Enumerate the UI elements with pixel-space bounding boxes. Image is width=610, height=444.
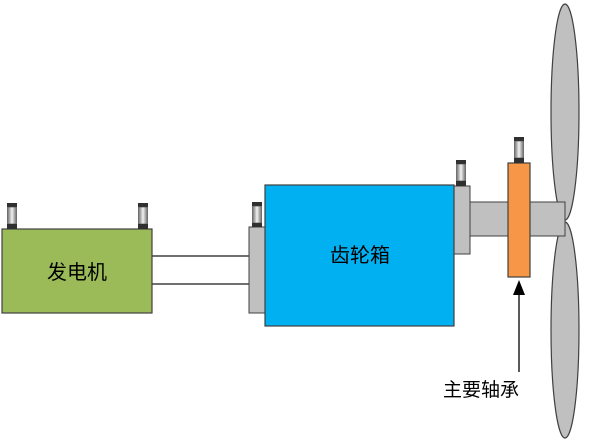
gearbox-box [264,184,455,327]
generator-label: 发电机 [47,260,107,284]
coupling-shaft [152,255,249,285]
sensor-icon [456,160,466,186]
generator-box [1,228,153,314]
sensor-icon [252,202,262,227]
gearbox-label: 齿轮箱 [330,243,390,267]
gearbox-input-flange [248,226,266,314]
sensor-icon [514,137,524,163]
rotor-blades [550,3,580,439]
sensor-icon [7,203,17,229]
upper-blade [550,3,580,221]
bearing-pointer-arrow [513,280,525,372]
main-bearing [507,162,531,278]
lower-blade [550,221,580,439]
main-bearing-label: 主要轴承 [443,379,519,401]
gearbox-output-flange [453,185,471,255]
sensor-icon [138,203,148,229]
